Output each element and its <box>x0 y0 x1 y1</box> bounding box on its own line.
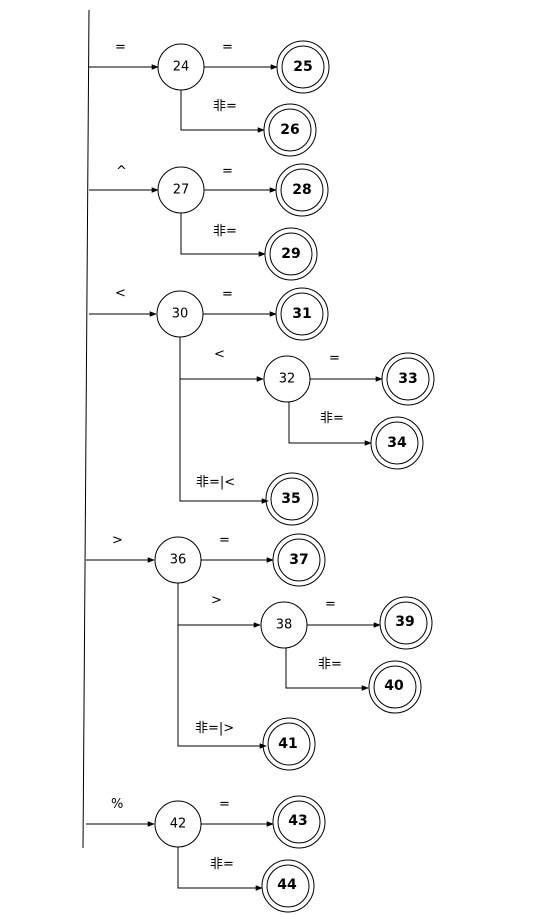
edge-label-32-34: 非= <box>320 411 344 426</box>
state-label-26: 26 <box>280 122 299 138</box>
edge-label-36-37: = <box>219 533 230 548</box>
final-state-outer-41 <box>262 717 316 771</box>
group-state-42: % 42 = 43 非= 44 <box>86 795 326 913</box>
final-state-outer-35 <box>265 472 319 526</box>
state-label-27: 27 <box>173 183 190 198</box>
entry-label-30: < <box>115 286 126 301</box>
group-state-24: = 24 = 25 非= 26 <box>89 40 330 157</box>
state-label-41: 41 <box>278 736 297 752</box>
edge-label-24-25: = <box>222 40 233 55</box>
final-state-41 <box>267 722 311 766</box>
state-label-35: 35 <box>281 491 300 507</box>
edge-label-30-32: < <box>214 347 225 362</box>
state-label-42: 42 <box>170 817 187 832</box>
edge-label-38-40: 非= <box>318 657 342 672</box>
edge-label-30-35: 非=|< <box>196 475 235 490</box>
final-state-25 <box>281 45 325 89</box>
state-label-33: 33 <box>398 371 417 387</box>
final-state-28 <box>280 168 324 212</box>
final-state-39 <box>384 601 428 645</box>
group-state-36: > 36 = 37 > 38 = 39 非= 40 非=|> 41 <box>86 533 433 771</box>
state-label-30: 30 <box>172 307 189 322</box>
final-state-40 <box>373 665 417 709</box>
final-state-37 <box>277 538 321 582</box>
final-state-31 <box>280 292 324 336</box>
state-label-24: 24 <box>173 60 190 75</box>
entry-label-27: ^ <box>116 164 127 179</box>
final-state-29 <box>269 232 313 276</box>
state-label-43: 43 <box>288 813 307 829</box>
state-label-34: 34 <box>387 435 407 451</box>
edge-27-29 <box>180 213 266 257</box>
final-state-outer-33 <box>381 352 435 406</box>
state-label-29: 29 <box>281 246 300 262</box>
edge-label-27-29: 非= <box>213 224 237 239</box>
edge-30-35 <box>179 337 269 504</box>
state-label-39: 39 <box>395 614 414 630</box>
final-state-outer-40 <box>368 660 422 714</box>
edge-24-26 <box>180 90 265 133</box>
edge-42-44 <box>177 847 263 891</box>
state-label-36: 36 <box>170 553 187 568</box>
final-state-outer-39 <box>379 596 433 650</box>
edge-32-34 <box>288 402 372 446</box>
final-state-outer-43 <box>272 795 326 849</box>
state-label-44: 44 <box>277 877 297 893</box>
edge-36-41 <box>177 583 267 749</box>
state-label-28: 28 <box>292 182 311 198</box>
final-state-44 <box>266 864 310 908</box>
final-state-34 <box>375 421 419 465</box>
final-state-outer-28 <box>275 163 329 217</box>
edge-label-32-33: = <box>329 351 340 366</box>
state-label-25: 25 <box>293 59 312 75</box>
group-state-27: ^ 27 = 28 非= 29 <box>89 163 329 281</box>
entry-label-42: % <box>111 797 123 812</box>
trunk-line <box>82 9 90 849</box>
edge-label-42-43: = <box>219 797 230 812</box>
edge-label-38-39: = <box>325 597 336 612</box>
final-state-outer-25 <box>276 40 330 94</box>
final-state-35 <box>270 477 314 521</box>
edge-label-30-31: = <box>222 287 233 302</box>
state-label-32: 32 <box>279 372 296 387</box>
state-label-38: 38 <box>276 618 293 633</box>
edge-label-24-26: 非= <box>213 99 237 114</box>
final-state-33 <box>386 357 430 401</box>
edge-label-36-41: 非=|> <box>195 721 234 736</box>
final-state-43 <box>277 800 321 844</box>
group-state-30: < 30 = 31 < 32 = 33 非= 34 非=|< 35 <box>89 286 435 526</box>
entry-label-36: > <box>112 533 123 548</box>
entry-label-24: = <box>115 40 126 55</box>
final-state-26 <box>268 108 312 152</box>
edge-38-40 <box>285 648 369 691</box>
state-label-31: 31 <box>292 306 311 322</box>
final-state-outer-29 <box>264 227 318 281</box>
final-state-outer-44 <box>261 859 315 913</box>
edge-label-42-44: 非= <box>210 857 234 872</box>
edge-label-27-28: = <box>222 164 233 179</box>
final-state-outer-37 <box>272 533 326 587</box>
edge-label-36-38: > <box>211 593 222 608</box>
final-state-outer-31 <box>275 287 329 341</box>
final-state-outer-26 <box>263 103 317 157</box>
final-state-outer-34 <box>370 416 424 470</box>
state-label-37: 37 <box>289 552 308 568</box>
state-label-40: 40 <box>384 678 404 694</box>
